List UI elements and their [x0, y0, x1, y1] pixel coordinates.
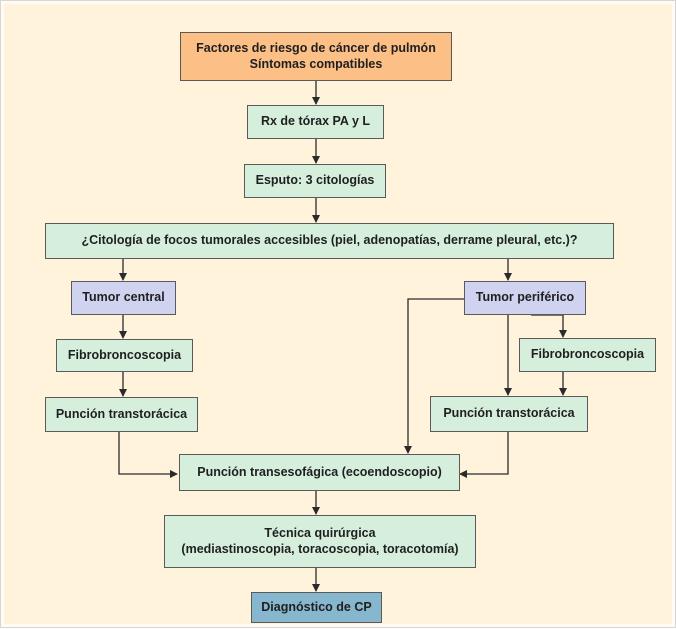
node-fibrobroncoscopia-left: Fibrobroncoscopia — [56, 339, 193, 372]
node-puncion-transtoracica-left-label: Punción transtorácica — [55, 406, 188, 421]
node-esputo-label: Esputo: 3 citologías — [255, 173, 375, 188]
node-esputo: Esputo: 3 citologías — [244, 164, 386, 198]
node-rx-torax: Rx de tórax PA y L — [247, 105, 384, 139]
arrow-periferico-to-fibro-right — [531, 314, 567, 338]
node-risk-factors-label: Factores de riesgo de cáncer de pulmón S… — [196, 40, 436, 71]
node-puncion-transesofagica: Punción transesofágica (ecoendoscopio) — [179, 454, 460, 491]
node-fibrobroncoscopia-right: Fibrobroncoscopia — [519, 338, 656, 372]
node-risk-factors: Factores de riesgo de cáncer de pulmón S… — [180, 32, 452, 81]
node-tumor-periferico-label: Tumor periférico — [475, 290, 575, 305]
node-puncion-transesofagica-label: Punción transesofágica (ecoendoscopio) — [197, 464, 442, 479]
node-rx-torax-label: Rx de tórax PA y L — [260, 114, 371, 129]
node-puncion-transtoracica-right-label: Punción transtorácica — [443, 406, 575, 421]
node-tumor-central: Tumor central — [71, 281, 176, 315]
node-fibrobroncoscopia-right-label: Fibrobroncoscopia — [530, 347, 645, 362]
node-diagnostico-label: Diagnóstico de CP — [261, 599, 372, 614]
node-tumor-central-label: Tumor central — [82, 290, 165, 305]
node-puncion-transtoracica-left: Punción transtorácica — [45, 397, 198, 432]
arrow-puncion-left-to-transesofagica — [118, 432, 178, 478]
node-citologia: ¿Citología de focos tumorales accesibles… — [45, 223, 614, 259]
arrow-puncion-right-to-transesofagica — [459, 432, 509, 478]
node-puncion-transtoracica-right: Punción transtorácica — [430, 396, 588, 432]
node-tecnica-quirurgica: Técnica quirúrgica (mediastinoscopia, to… — [164, 515, 476, 568]
node-fibrobroncoscopia-left-label: Fibrobroncoscopia — [67, 347, 182, 362]
node-diagnostico: Diagnóstico de CP — [251, 592, 382, 623]
node-tumor-periferico: Tumor periférico — [464, 281, 586, 315]
arrow-periferico-to-transesofagica — [404, 298, 464, 454]
node-tecnica-quirurgica-label: Técnica quirúrgica (mediastinoscopia, to… — [181, 525, 459, 556]
node-citologia-label: ¿Citología de focos tumorales accesibles… — [81, 233, 578, 248]
